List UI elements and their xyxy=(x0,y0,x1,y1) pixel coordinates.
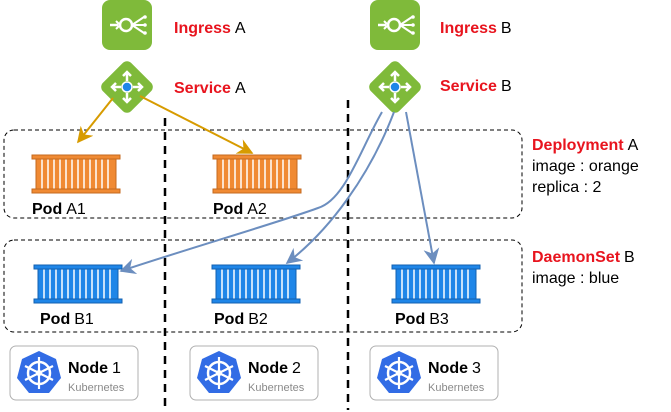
arrow-service-b-to-pod-b3 xyxy=(405,111,440,265)
node-3-sub: Kubernetes xyxy=(428,382,485,394)
container-icon xyxy=(212,154,302,194)
service-icon xyxy=(365,57,425,117)
ingress-icon xyxy=(100,0,154,52)
node-1-sub: Kubernetes xyxy=(68,382,125,394)
arrow-service-b-to-pod-b1 xyxy=(119,111,383,275)
container-icon xyxy=(31,154,121,194)
node-2-sub: Kubernetes xyxy=(248,382,305,394)
container-icon xyxy=(33,264,123,304)
deployment-group-frame xyxy=(3,129,523,219)
arrow-service-a-to-pod-a2 xyxy=(139,95,254,154)
daemonset-group-frame xyxy=(3,239,523,333)
arrow-service-a-to-pod-a1 xyxy=(77,97,114,144)
container-icon xyxy=(211,264,301,304)
ingress-icon xyxy=(368,0,422,52)
daemonset-image: image : blue xyxy=(532,270,619,287)
arrow-service-b-to-pod-b2 xyxy=(285,111,395,264)
container-icon xyxy=(391,264,481,304)
deployment-image: image : orange xyxy=(532,158,639,175)
deployment-replica: replica : 2 xyxy=(532,179,601,196)
